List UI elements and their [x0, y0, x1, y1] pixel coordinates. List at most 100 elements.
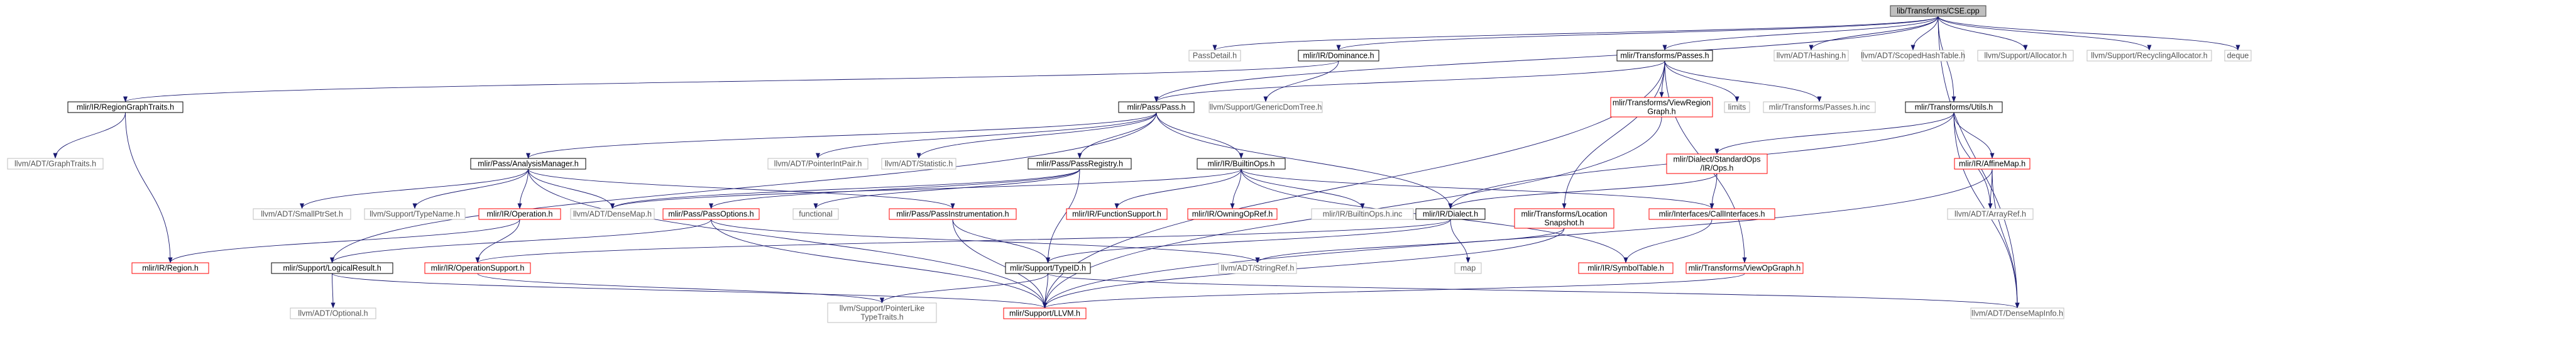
node-label: mlir/Dialect/StandardOps	[1674, 155, 1761, 164]
edge-passregistry-to-passoptions	[709, 168, 1080, 209]
node-label: mlir/Transforms/Utils.h	[1915, 103, 1993, 112]
edge-root-to-scopedhash	[1910, 16, 1939, 51]
node-functionsupport[interactable]: mlir/IR/FunctionSupport.h	[1066, 208, 1168, 220]
edge-dialect-to-opsupport	[475, 219, 1451, 263]
edge-passes-to-pass	[1154, 60, 1665, 102]
node-label: llvm/Support/PointerLike	[840, 304, 925, 313]
node-label: /IR/Ops.h	[1701, 164, 1734, 173]
node-label: mlir/IR/SymbolTable.h	[1587, 264, 1664, 273]
node-statistic: llvm/ADT/Statistic.h	[881, 158, 956, 170]
edge-root-to-passes	[1662, 16, 1939, 51]
edge-passregistry-to-functional	[813, 168, 1080, 209]
node-analysismgr[interactable]: mlir/Pass/AnalysisManager.h	[470, 158, 586, 170]
edge-passinstr-to-typeid	[952, 219, 1050, 263]
node-logicalresult[interactable]: mlir/Support/LogicalResult.h	[271, 262, 393, 274]
node-dialect[interactable]: mlir/IR/Dialect.h	[1415, 208, 1486, 220]
node-label: llvm/ADT/PointerIntPair.h	[774, 160, 862, 168]
node-label: llvm/ADT/ArrayRef.h	[1954, 210, 2026, 219]
node-label: llvm/Support/RecyclingAllocator.h	[2091, 52, 2208, 60]
node-box	[1773, 50, 1849, 62]
node-box	[1977, 50, 2074, 62]
node-box	[290, 307, 376, 319]
node-passinstr[interactable]: mlir/Pass/PassInstrumentation.h	[889, 208, 1017, 220]
node-label: mlir/IR/Dominance.h	[1303, 52, 1374, 60]
edge-analysismgr-to-densemap	[528, 168, 615, 209]
node-typeid[interactable]: mlir/Support/TypeID.h	[1005, 262, 1091, 274]
edge-analysismgr-to-operation	[517, 168, 529, 209]
node-box	[881, 158, 956, 170]
node-owningopref[interactable]: mlir/IR/OwningOpRef.h	[1187, 208, 1278, 220]
node-label: mlir/Support/TypeID.h	[1010, 264, 1086, 273]
node-smallptrset: llvm/ADT/SmallPtrSet.h	[253, 208, 351, 220]
node-builtinopsinc: mlir/IR/BuiltinOps.h.inc	[1311, 208, 1414, 220]
node-root: lib/Transforms/CSE.cpp	[1890, 5, 1987, 17]
node-label: lib/Transforms/CSE.cpp	[1897, 7, 1980, 16]
node-affinemap[interactable]: mlir/IR/AffineMap.h	[1954, 158, 2031, 170]
node-pass[interactable]: mlir/Pass/Pass.h	[1118, 101, 1195, 113]
node-box	[1610, 97, 1713, 118]
node-callinterfaces[interactable]: mlir/Interfaces/CallInterfaces.h	[1648, 208, 1775, 220]
node-label: llvm/ADT/Statistic.h	[885, 160, 953, 168]
node-box	[1298, 50, 1379, 62]
node-box	[1666, 153, 1768, 174]
node-passoptions[interactable]: mlir/Pass/PassOptions.h	[662, 208, 760, 220]
edge-logicalresult-to-llvmh	[332, 273, 1047, 309]
node-operation[interactable]: mlir/IR/Operation.h	[478, 208, 561, 220]
node-passregistry[interactable]: mlir/Pass/PassRegistry.h	[1028, 158, 1132, 170]
node-region[interactable]: mlir/IR/Region.h	[131, 262, 209, 274]
node-llvmh[interactable]: mlir/Support/LLVM.h	[1003, 307, 1087, 319]
edge-viewopgraph-to-llvmh	[1043, 273, 1745, 309]
node-label: llvm/Support/Allocator.h	[1984, 52, 2066, 60]
node-box	[131, 262, 209, 274]
node-passes[interactable]: mlir/Transforms/Passes.h	[1616, 50, 1713, 62]
node-label: deque	[2227, 52, 2249, 60]
node-box	[1197, 158, 1286, 170]
node-label: mlir/Transforms/Location	[1521, 210, 1607, 219]
edge-analysismgr-to-passinstr	[528, 168, 955, 209]
node-tutils[interactable]: mlir/Transforms/Utils.h	[1905, 101, 2003, 113]
node-map: map	[1454, 262, 1482, 274]
edge-dialect-to-typeid	[1046, 219, 1451, 263]
edge-regiongraph-to-region	[125, 112, 173, 263]
node-regiongraph[interactable]: mlir/IR/RegionGraphTraits.h	[67, 101, 184, 113]
node-label: mlir/Pass/PassOptions.h	[668, 210, 754, 219]
node-opsupport[interactable]: mlir/IR/OperationSupport.h	[424, 262, 531, 274]
node-box	[1685, 262, 1804, 274]
edge-root-to-recycling	[1937, 16, 2152, 51]
node-symboltable[interactable]: mlir/IR/SymbolTable.h	[1578, 262, 1674, 274]
node-box	[1454, 262, 1482, 274]
node-label: mlir/Transforms/ViewOpGraph.h	[1689, 264, 1801, 273]
node-label: llvm/ADT/ScopedHashTable.h	[1861, 52, 1965, 60]
node-passdetail: PassDetail.h	[1188, 50, 1241, 62]
node-label: llvm/ADT/Optional.h	[298, 309, 368, 318]
node-box	[67, 101, 184, 113]
node-box	[271, 262, 393, 274]
edge-logicalresult-to-optional	[331, 273, 336, 309]
node-box	[1616, 50, 1713, 62]
node-box	[1218, 262, 1297, 274]
node-builtinops[interactable]: mlir/IR/BuiltinOps.h	[1197, 158, 1286, 170]
edge-tutils-to-affinemap	[1953, 112, 1995, 159]
node-label: llvm/Support/TypeName.h	[370, 210, 460, 219]
node-box	[1005, 262, 1091, 274]
node-stdops[interactable]: mlir/Dialect/StandardOps/IR/Ops.h	[1666, 153, 1768, 174]
node-label: mlir/Support/LLVM.h	[1009, 309, 1080, 318]
edge-passoptions-to-logicalresult	[330, 219, 711, 263]
edge-passoptions-to-stringref	[711, 219, 1260, 263]
edge-builtinops-to-densemap	[610, 168, 1242, 209]
node-label: llvm/ADT/SmallPtrSet.h	[261, 210, 343, 219]
node-recycling: llvm/Support/RecyclingAllocator.h	[2086, 50, 2212, 62]
node-box	[1311, 208, 1414, 220]
node-label: mlir/IR/BuiltinOps.h.inc	[1323, 210, 1402, 219]
node-box	[1724, 101, 1750, 113]
node-box	[1890, 5, 1987, 17]
edge-affinemap-to-llvmh	[1043, 168, 1993, 309]
node-dominance[interactable]: mlir/IR/Dominance.h	[1298, 50, 1379, 62]
node-box	[1003, 307, 1087, 319]
node-viewopgraph[interactable]: mlir/Transforms/ViewOpGraph.h	[1685, 262, 1804, 274]
node-box	[2224, 50, 2252, 62]
node-hashing: llvm/ADT/Hashing.h	[1773, 50, 1849, 62]
edge-stdops-to-callinterfaces	[1709, 173, 1718, 209]
